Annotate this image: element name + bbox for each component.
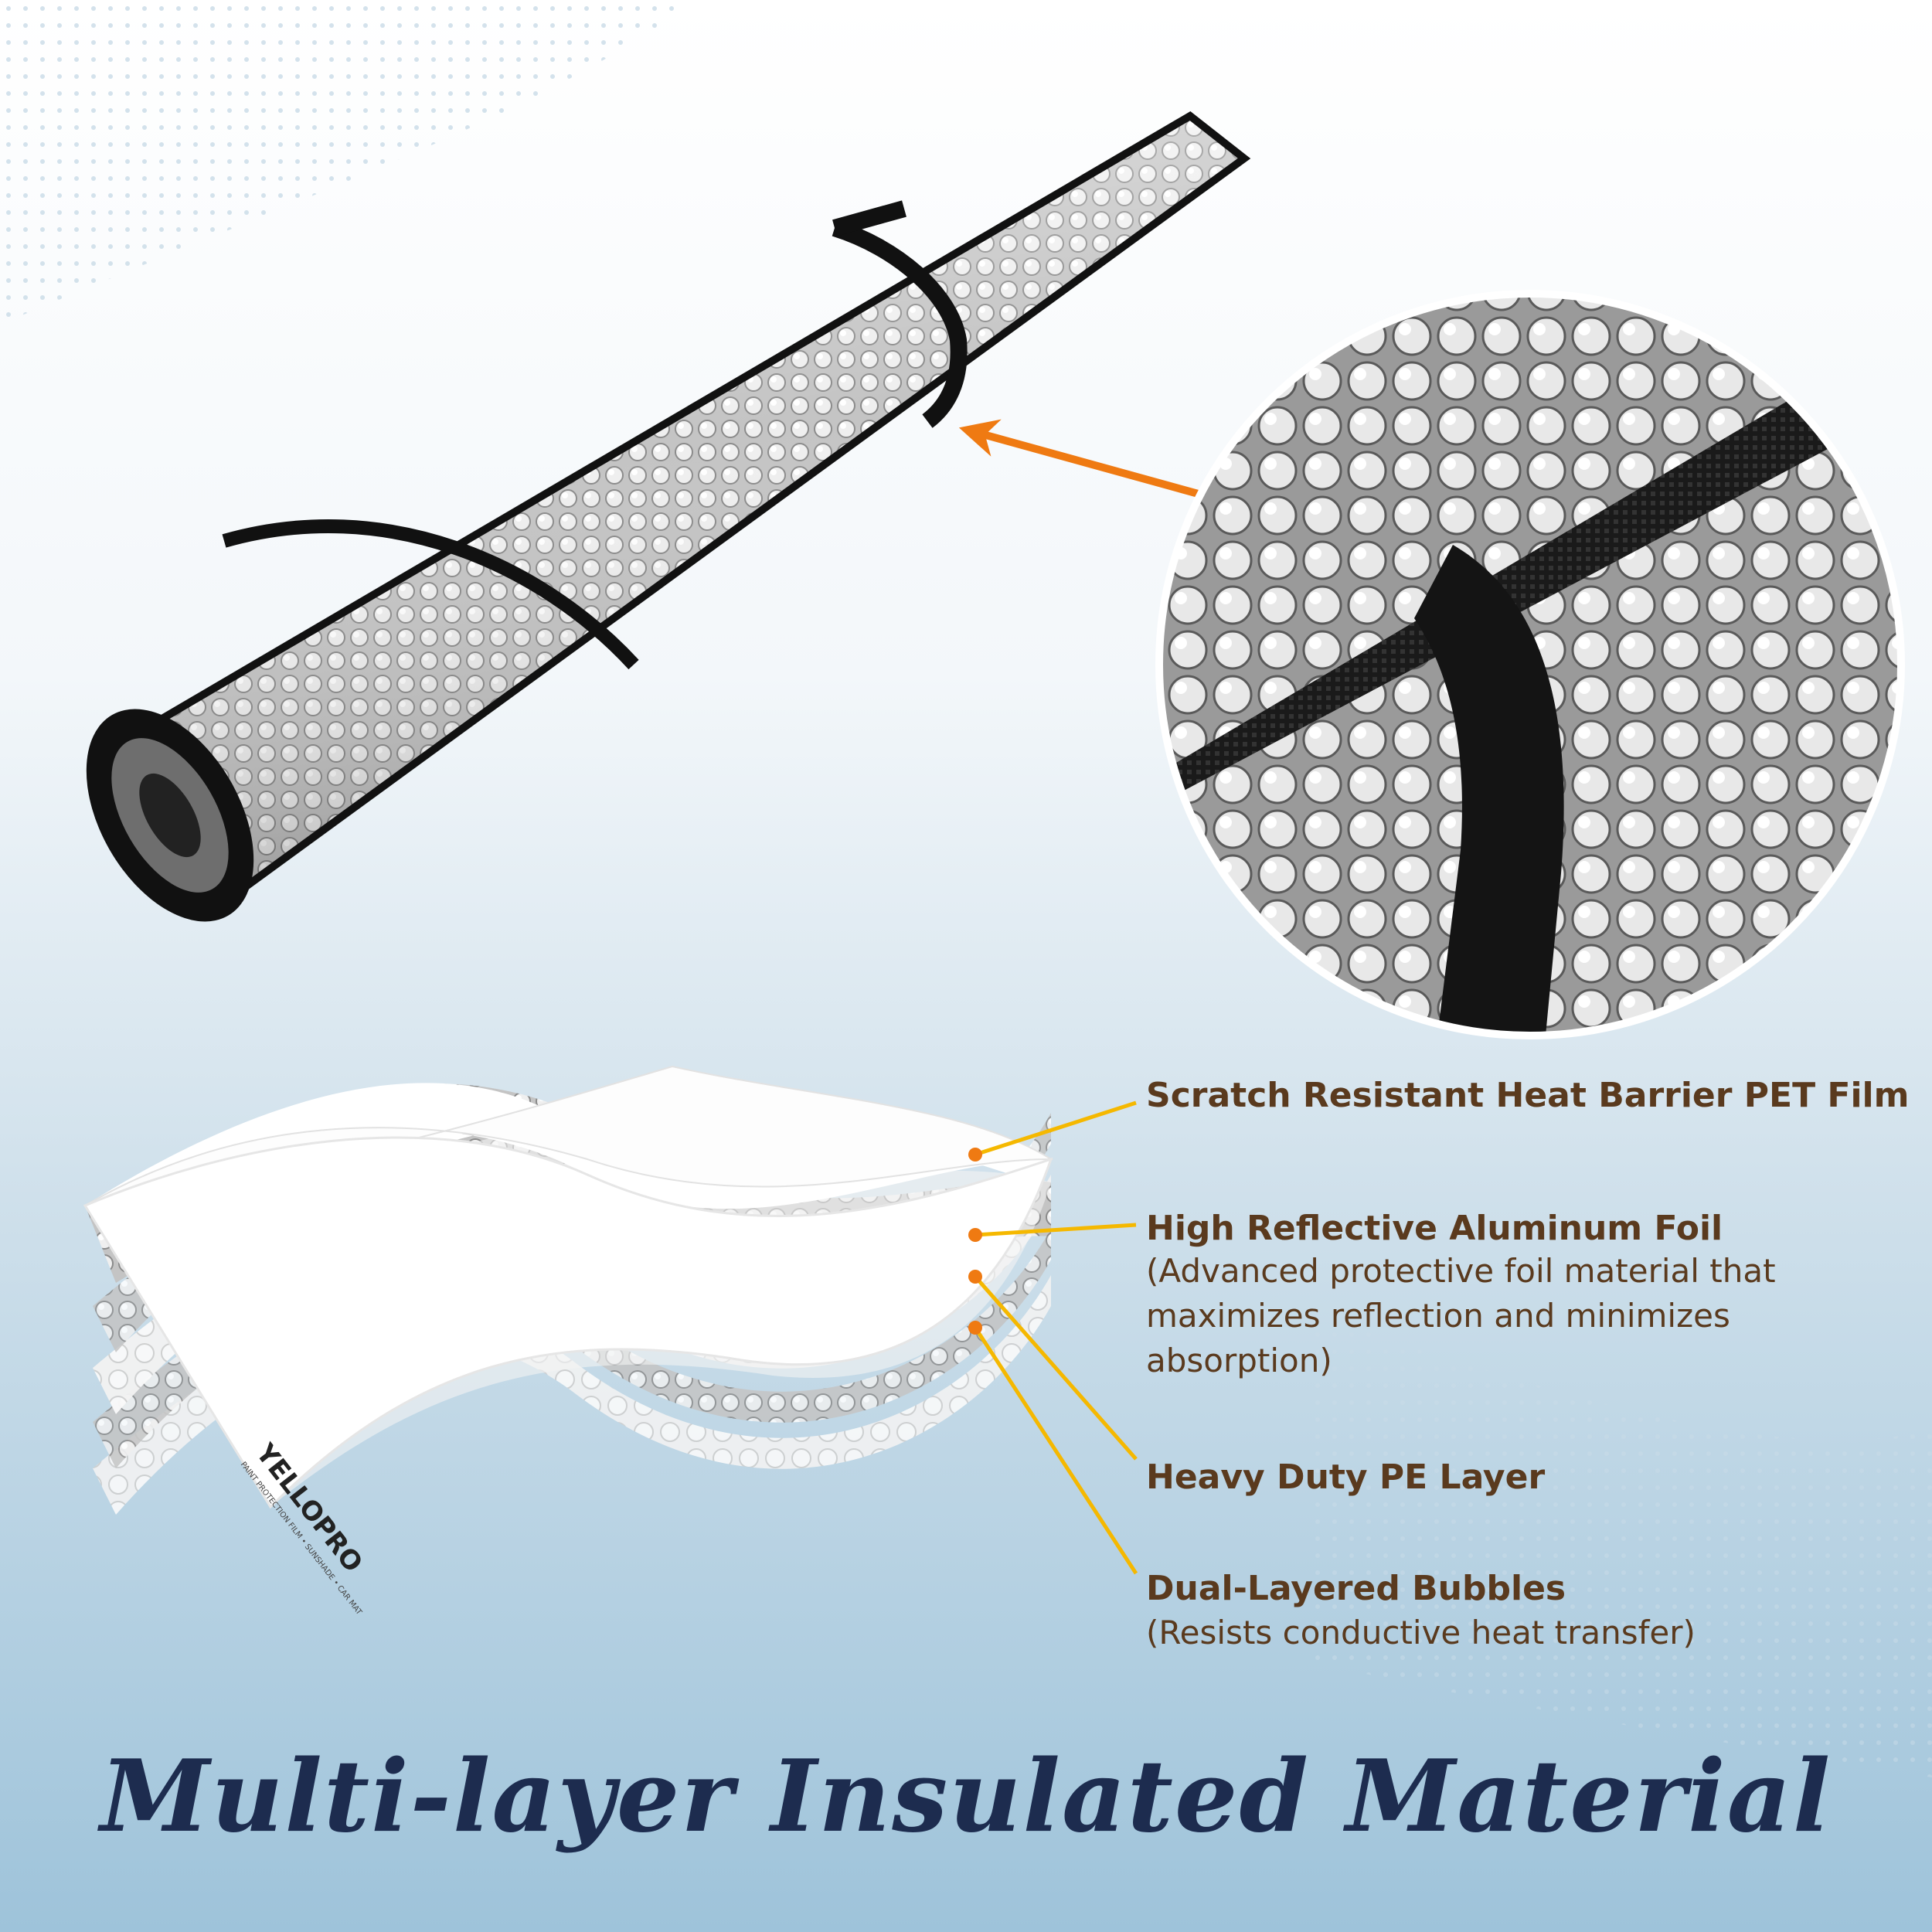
leader-dot-bubbles: [968, 1321, 982, 1335]
leader-line-aluminum-foil: [975, 1223, 1137, 1237]
leader-line-pe-layer: [974, 1275, 1138, 1461]
leader-dot-pet-film: [968, 1148, 982, 1162]
leader-lines: [968, 1100, 1138, 1575]
background-dot-wave-bottom: [1314, 1314, 1932, 1777]
layer-title-pe-layer: Heavy Duty PE Layer: [1146, 1458, 1546, 1497]
leader-line-bubbles: [973, 1326, 1138, 1575]
layer-title-aluminum-foil: High Reflective Aluminum Foil: [1146, 1209, 1723, 1248]
layer-description-aluminum-foil: absorption): [1146, 1342, 1332, 1379]
layer-title-pet-film: Scratch Resistant Heat Barrier PET Film: [1146, 1076, 1910, 1115]
strap-closeup-icon: [1155, 290, 1905, 1039]
rolled-sunshade-icon: [86, 111, 1251, 922]
background-dot-wave: [0, 0, 696, 325]
layer-description-bubbles: (Resists conductive heat transfer): [1146, 1614, 1696, 1651]
leader-dot-aluminum-foil: [968, 1228, 982, 1242]
layer-title-bubbles: Dual-Layered Bubbles: [1146, 1569, 1566, 1608]
leader-line-pet-film: [975, 1100, 1137, 1157]
layer-description-aluminum-foil: (Advanced protective foil material that: [1146, 1252, 1776, 1290]
headline: Multi-layer Insulated Material: [100, 1739, 1832, 1855]
leader-dot-pe-layer: [968, 1270, 982, 1284]
layer-description-aluminum-foil: maximizes reflection and minimizes: [1146, 1297, 1730, 1335]
